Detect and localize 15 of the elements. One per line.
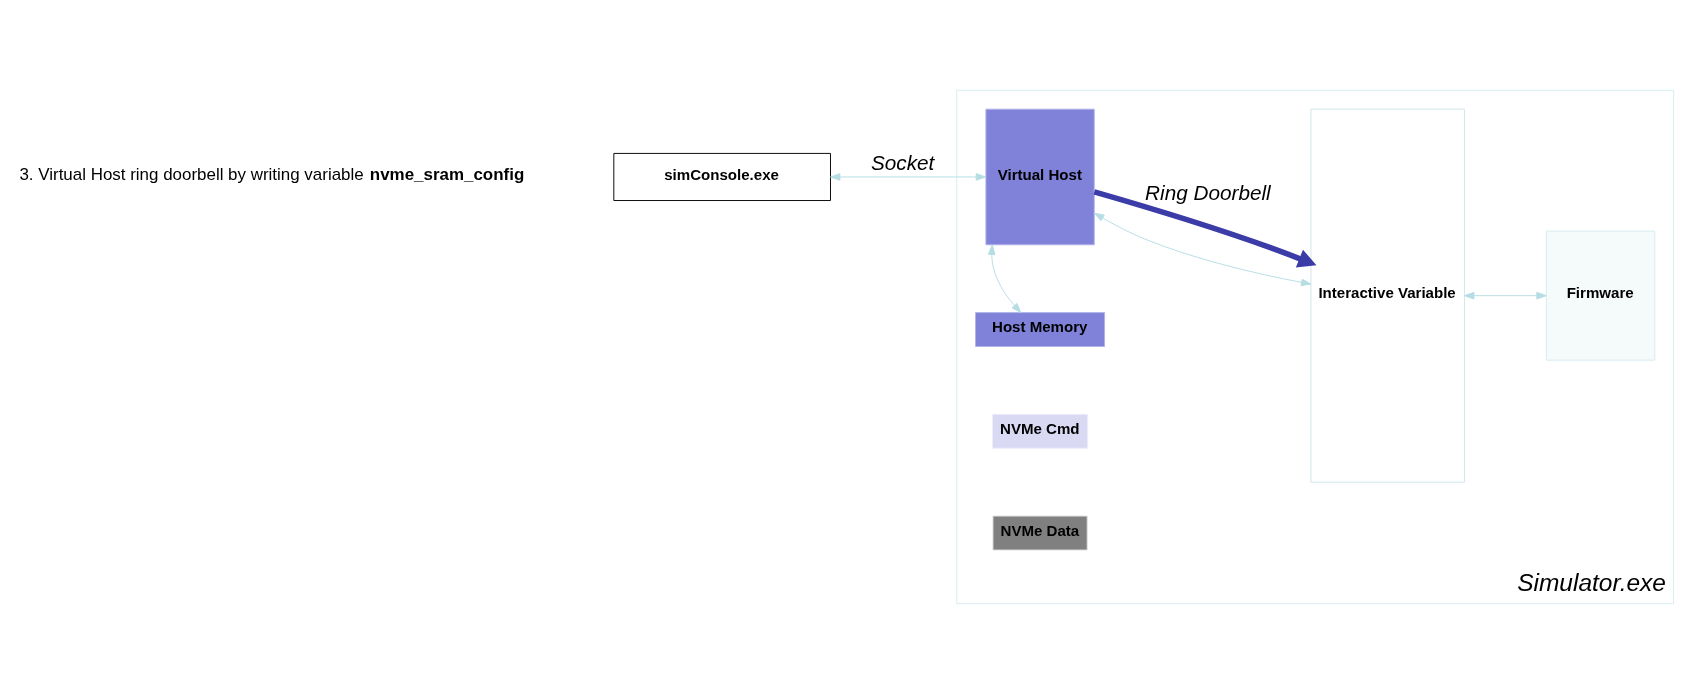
edge-label: Socket bbox=[870, 151, 935, 174]
node-box: Interactive Variable bbox=[1310, 108, 1465, 483]
arrow bbox=[1093, 189, 1317, 268]
label: 3. Virtual Host ring doorbell by writing variable nvme_sram_config bbox=[19, 165, 525, 185]
arrow bbox=[1094, 212, 1312, 287]
edge-label: Ring Doorbell bbox=[1145, 181, 1271, 205]
arrow bbox=[830, 173, 987, 181]
node-box: NVMe Data bbox=[992, 515, 1088, 551]
node-box: Host Memory bbox=[975, 312, 1106, 347]
node-box: Firmware bbox=[1545, 230, 1656, 361]
arrow bbox=[987, 244, 1022, 314]
node-box: NVMe Cmd bbox=[992, 413, 1089, 449]
node-box: Virtual Host bbox=[985, 108, 1095, 246]
arrow bbox=[1464, 291, 1547, 300]
node-box: simConsole.exe bbox=[613, 152, 831, 201]
